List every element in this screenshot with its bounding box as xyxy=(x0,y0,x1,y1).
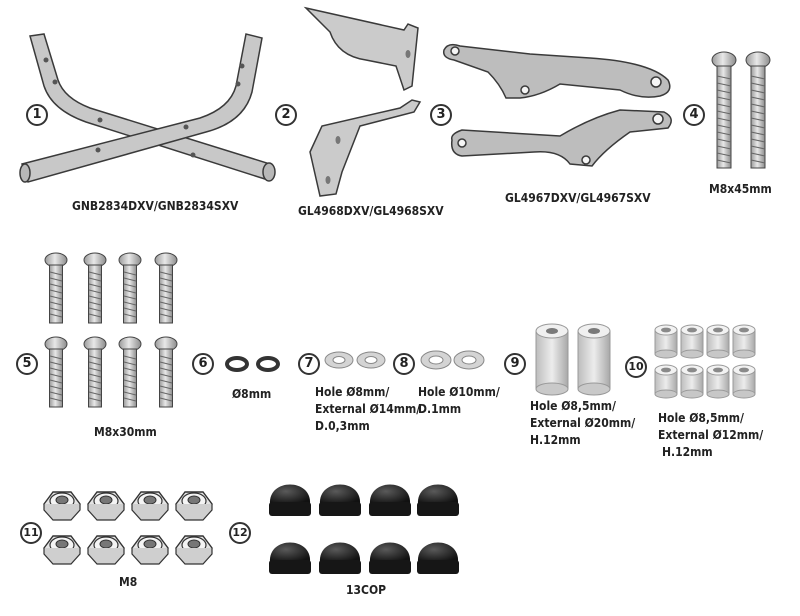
item-label-10b: External Ø12mm/ xyxy=(658,428,764,442)
item-number-7: 7 xyxy=(298,353,320,375)
item-label-8b: D.1mm xyxy=(418,402,462,416)
part-4-bolts xyxy=(711,51,771,169)
item-number-2: 2 xyxy=(275,104,297,126)
item-number-1: 1 xyxy=(26,104,48,126)
item-number-12: 12 xyxy=(229,522,251,544)
item-number-5: 5 xyxy=(16,353,38,375)
item-label-3: GL4967DXV/GL4967SXV xyxy=(505,191,651,205)
item-number-9: 9 xyxy=(504,353,526,375)
part-8-washers xyxy=(420,350,485,370)
part-9-spacers xyxy=(535,323,611,396)
part-3-plates xyxy=(442,43,672,167)
item-label-5: M8x30mm xyxy=(94,425,157,439)
item-number-10: 10 xyxy=(625,356,647,378)
item-number-6: 6 xyxy=(192,353,214,375)
item-number-3: 3 xyxy=(430,104,452,126)
item-label-4: M8x45mm xyxy=(709,182,772,196)
item-label-10a: Hole Ø8,5mm/ xyxy=(658,411,744,425)
item-label-7a: Hole Ø8mm/ xyxy=(315,385,390,399)
part-12-caps xyxy=(269,484,459,574)
item-label-1: GNB2834DXV/GNB2834SXV xyxy=(72,199,239,213)
item-label-9b: External Ø20mm/ xyxy=(530,416,636,430)
item-label-9a: Hole Ø8,5mm/ xyxy=(530,399,616,413)
item-number-4: 4 xyxy=(683,104,705,126)
item-number-11: 11 xyxy=(20,522,42,544)
item-number-8: 8 xyxy=(393,353,415,375)
part-10-spacers xyxy=(654,324,756,399)
item-label-8a: Hole Ø10mm/ xyxy=(418,385,500,399)
item-label-10c: H.12mm xyxy=(662,445,713,459)
item-label-11: M8 xyxy=(119,575,138,589)
part-2-brackets xyxy=(303,6,422,197)
part-7-washers xyxy=(324,351,386,369)
item-label-6: Ø8mm xyxy=(232,387,272,401)
part-11-nuts xyxy=(43,491,213,565)
item-label-7c: D.0,3mm xyxy=(315,419,370,433)
part-5-bolts xyxy=(44,252,178,408)
item-label-9c: H.12mm xyxy=(530,433,581,447)
part-6-spring-washers xyxy=(225,356,280,372)
item-label-12: 13COP xyxy=(346,583,387,597)
item-label-7b: External Ø14mm/ xyxy=(315,402,421,416)
item-label-2: GL4968DXV/GL4968SXV xyxy=(298,204,444,218)
part-1-crossbar xyxy=(19,33,276,183)
